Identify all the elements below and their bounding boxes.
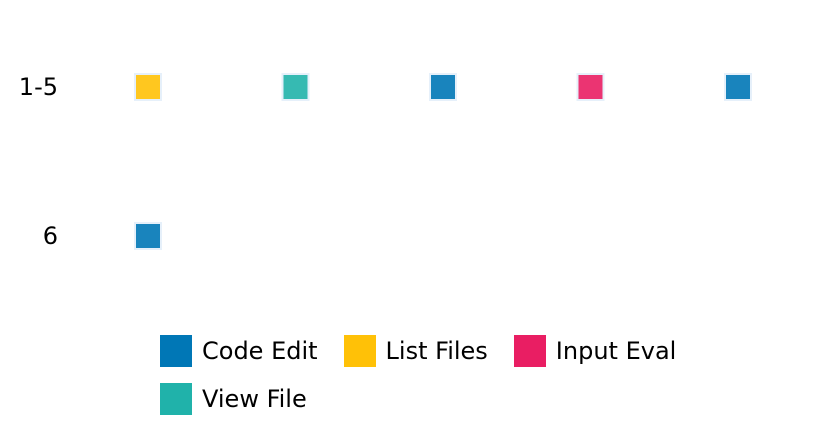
row-label: 6 [43, 222, 58, 250]
legend-label: View File [202, 385, 307, 413]
row-label: 1-5 [19, 73, 58, 101]
legend-item: Input Eval [513, 335, 677, 367]
legend-item: List Files [343, 335, 488, 367]
step-cell [134, 222, 162, 250]
legend-swatch [160, 335, 192, 367]
step-cell [134, 73, 162, 101]
legend-swatch [160, 383, 192, 415]
step-cell [724, 73, 752, 101]
legend-item: Code Edit [160, 335, 318, 367]
step-cell [429, 73, 457, 101]
legend-label: Input Eval [555, 337, 677, 365]
legend-label: Code Edit [202, 337, 318, 365]
legend-item: View File [160, 383, 307, 415]
step-cell [281, 73, 310, 101]
legend-label: List Files [385, 337, 488, 365]
legend-swatch [513, 335, 546, 367]
step-cell [576, 73, 605, 101]
legend-swatch [343, 335, 376, 367]
